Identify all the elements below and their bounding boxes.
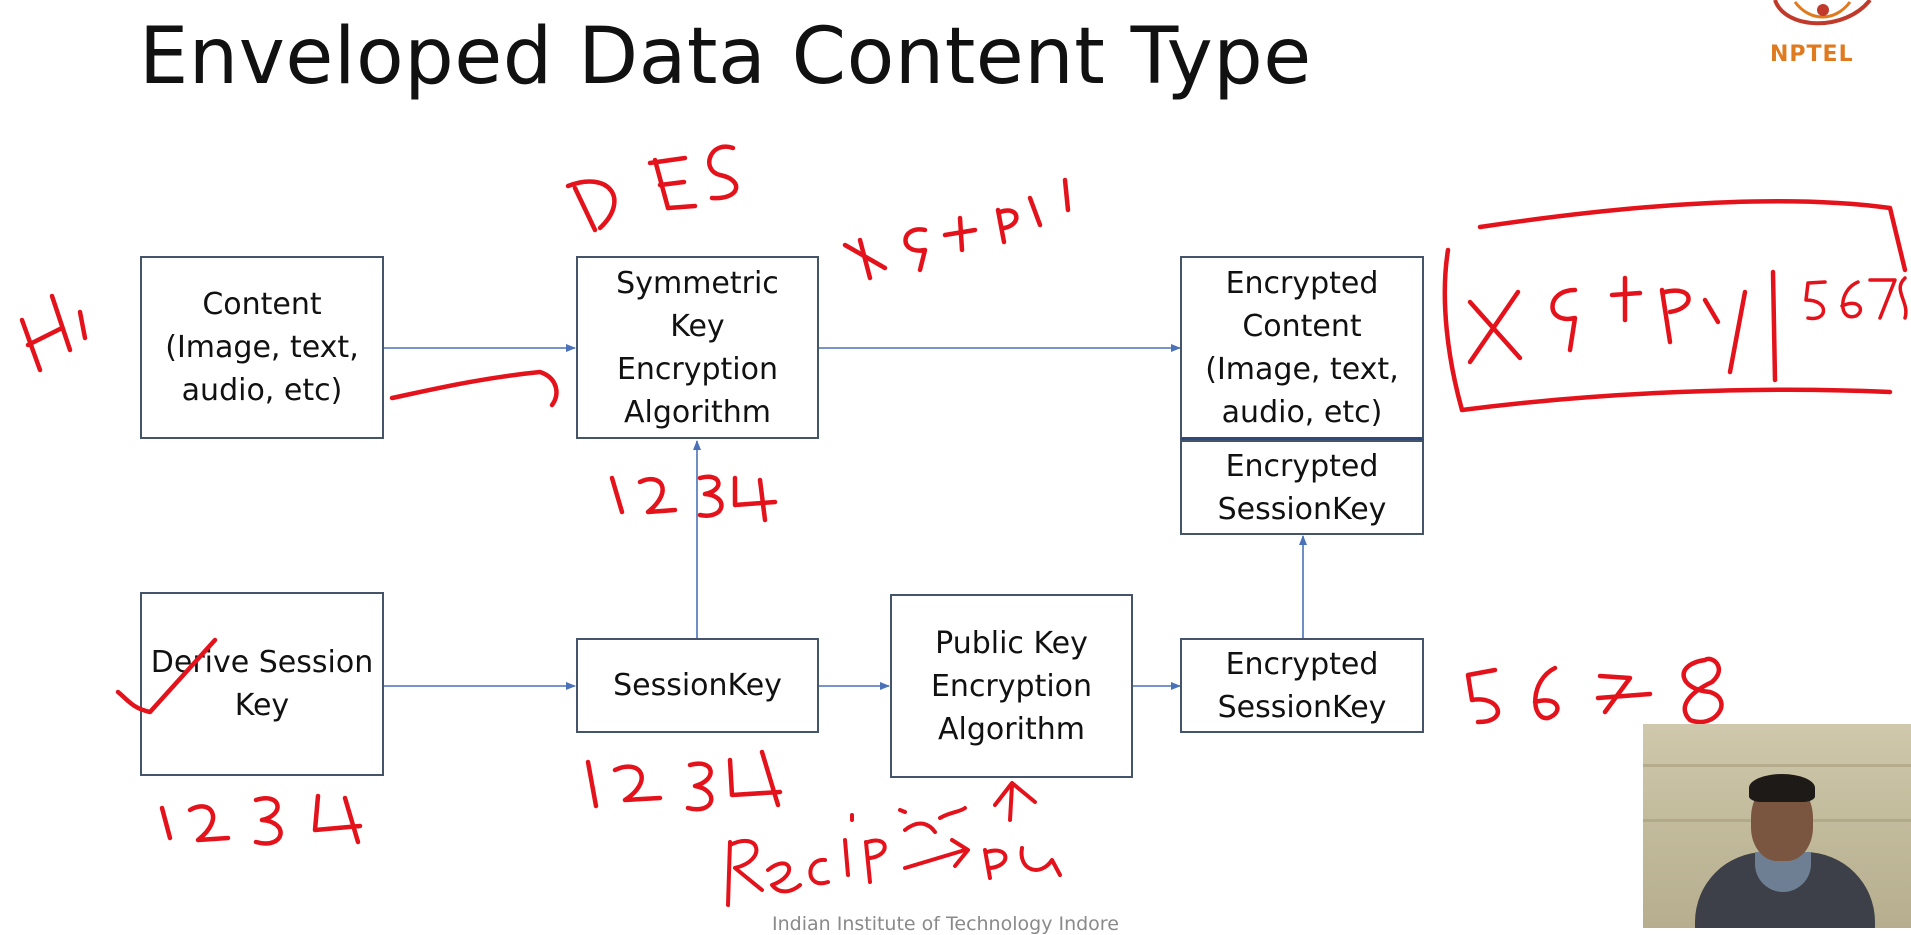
handwriting-hi [19, 293, 88, 373]
session-key-label: SessionKey [613, 668, 782, 703]
handwriting-des [565, 144, 739, 233]
encrypted-session-key-top-label: Encrypted SessionKey [1217, 448, 1387, 527]
nptel-logo-text: NPTEL [1770, 42, 1854, 67]
session-key-box: SessionKey [576, 638, 819, 733]
handwriting-recipient-note [726, 806, 967, 907]
derive-session-key-box: Derive Session Key [140, 592, 384, 776]
encrypted-session-key-top-box: Encrypted SessionKey [1180, 440, 1424, 535]
handwriting-derive-key-value [159, 793, 363, 846]
presenter-hair [1749, 774, 1815, 802]
content-box: Content (Image, text, audio, etc) [140, 256, 384, 439]
content-box-label: Content (Image, text, audio, etc) [165, 287, 359, 408]
handwritten-arrow-content [389, 369, 559, 408]
derive-session-key-label: Derive Session Key [150, 645, 374, 723]
public-key-encryption-box: Public Key Encryption Algorithm [890, 594, 1133, 778]
handwriting-cipher-top [842, 177, 1071, 281]
handwriting-public-key-note [903, 781, 1062, 880]
symmetric-key-encryption-box: Symmetric Key Encryption Algorithm [576, 256, 819, 439]
encrypted-session-key-bottom-box: Encrypted SessionKey [1180, 638, 1424, 733]
encrypted-content-label: Encrypted Content (Image, text, audio, e… [1205, 265, 1399, 430]
symmetric-box-label: Symmetric Key Encryption Algorithm [616, 265, 779, 430]
handwritten-box-cipher [1477, 199, 1908, 273]
slide-title: Enveloped Data Content Type [139, 12, 1312, 102]
handwriting-boxed-cipher [1467, 269, 1778, 383]
public-key-label: Public Key Encryption Algorithm [930, 625, 1093, 747]
encrypted-content-box: Encrypted Content (Image, text, audio, e… [1180, 256, 1424, 440]
handwriting-boxed-key [1804, 276, 1908, 321]
handwriting-encrypted-key-value [1465, 656, 1724, 725]
handwriting-session-key-value [585, 749, 783, 812]
handwritten-checkmark [115, 637, 218, 715]
footer-institution: Indian Institute of Technology Indore [772, 913, 1119, 935]
presenter-video-icon [1643, 724, 1911, 928]
encrypted-session-key-bottom-label: Encrypted SessionKey [1217, 646, 1387, 725]
nptel-logo [1773, 0, 1872, 26]
handwriting-session-key-under-symmetric [609, 474, 778, 523]
